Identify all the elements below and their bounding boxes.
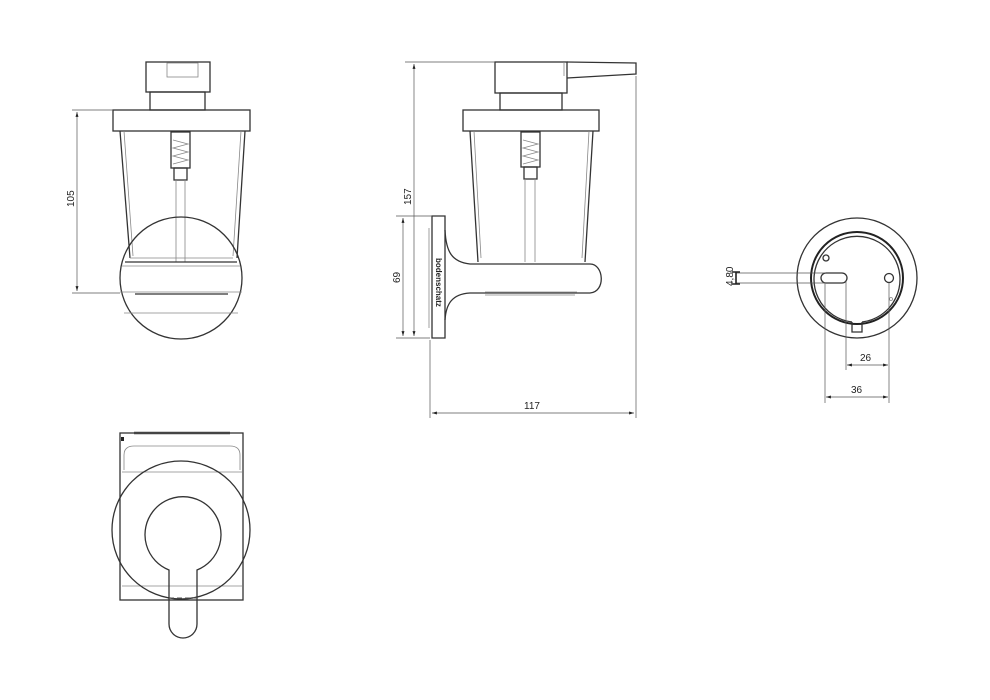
back-view: 4,80 26 36 [725,217,918,403]
side-view: bodenschatz 157 69 117 [392,61,637,418]
brand-mark: bodenschatz [434,258,443,307]
bottom-view [111,431,251,639]
dimension-26: 26 [860,353,872,364]
dimension-36: 36 [851,385,863,396]
dimension-69: 69 [392,271,403,283]
dimension-117: 117 [524,401,540,412]
dimension-4-80: 4,80 [725,266,736,286]
dimension-157: 157 [403,188,414,205]
front-view: 105 [66,61,251,340]
dimension-105: 105 [66,190,77,207]
